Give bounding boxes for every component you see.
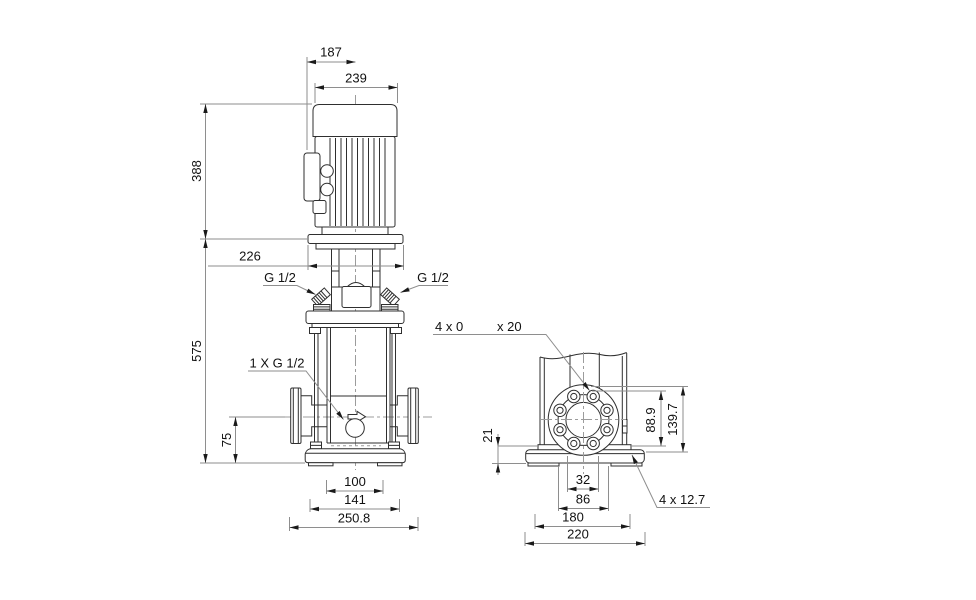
- dim-foot-slot-span: 86: [576, 492, 590, 507]
- drain-plug-circle: [345, 418, 365, 438]
- end-base-pad-right: [610, 462, 643, 467]
- motor-stool-plate-lower: [315, 243, 396, 250]
- suction-flange: [290, 387, 327, 444]
- dim-slot-width: 32: [576, 472, 590, 487]
- dim-overall-width: 250.8: [338, 511, 371, 526]
- dim-motor-width-top: 187: [320, 45, 342, 60]
- terminal-box: [303, 152, 321, 202]
- dim-stool-width: 226: [239, 249, 261, 264]
- dim-foot-width: 141: [344, 492, 366, 507]
- base-block: [304, 448, 406, 464]
- break-line: [539, 352, 627, 360]
- drain-flag: [347, 410, 367, 423]
- staybolts: [314, 333, 396, 442]
- coupling-box: [341, 286, 372, 308]
- terminal-box-lower: [312, 200, 327, 214]
- bracket-column: [539, 352, 628, 445]
- end-base-pad-left: [527, 462, 560, 467]
- dim-base-thickness: 21: [480, 428, 495, 442]
- drain-plug: [345, 410, 367, 438]
- front-view: 187 239 388 575 226 G 1/2 G 1/2 1 X G 1/…: [189, 45, 449, 531]
- dim-base-bolt-span: 180: [562, 510, 584, 525]
- pump-head: [305, 249, 405, 334]
- staybolt-top-nut-right: [390, 327, 402, 334]
- dim-motor-width: 239: [345, 71, 367, 86]
- motor-fins: [329, 138, 386, 226]
- dim-pump-height: 575: [189, 340, 204, 362]
- dim-flange-diameter: 139.7: [665, 403, 680, 436]
- end-dimensions: 4 x 0 x 20 21 88.9 139.7 32 86 180 220 4…: [433, 319, 710, 546]
- note-base-holes: 4 x 12.7: [659, 492, 705, 507]
- gauge-port-boss-right: [379, 287, 401, 307]
- dim-bolt-circle: 88.9: [643, 407, 658, 432]
- end-view: 4 x 0 x 20 21 88.9 139.7 32 86 180 220 4…: [433, 319, 710, 546]
- fan-cover: [312, 104, 398, 137]
- base-pad-left: [308, 462, 334, 467]
- gauge-port-boss-left: [310, 287, 332, 307]
- dim-port-height: 75: [219, 433, 234, 447]
- dim-foot-width-inner: 100: [344, 474, 366, 489]
- hex-plug-left: [313, 304, 331, 312]
- staybolt-top-nut-left: [309, 327, 321, 334]
- flange-bolt-holes: [553, 389, 614, 451]
- dim-base-width: 220: [567, 527, 589, 542]
- base-pad-right: [377, 462, 403, 467]
- pump-body: [310, 327, 400, 450]
- motor-body: [314, 136, 396, 228]
- pump-head-flange-lip: [311, 323, 399, 328]
- label-gauge-port-right: G 1/2: [417, 270, 449, 285]
- note-flange-bolts-b: x 20: [497, 319, 522, 334]
- pump-base: [304, 445, 406, 467]
- note-flange-bolts-a: 4 x 0: [435, 319, 463, 334]
- sleeve: [326, 327, 391, 444]
- motor-neck: [321, 227, 389, 235]
- label-drain-port: 1 X G 1/2: [250, 356, 305, 371]
- cable-gland-bottom: [320, 182, 334, 197]
- clip-right: [622, 419, 628, 434]
- dim-motor-height: 388: [189, 160, 204, 182]
- front-dimensions: 187 239 388 575 226 G 1/2 G 1/2 1 X G 1/…: [189, 45, 449, 531]
- label-gauge-port-left: G 1/2: [264, 270, 296, 285]
- discharge-flange: [390, 387, 419, 444]
- motor: [303, 104, 404, 250]
- cable-gland-top: [320, 164, 334, 178]
- motor-stool-plate-upper: [307, 234, 404, 244]
- pump-head-flange: [305, 310, 405, 324]
- shaft-dome: [346, 282, 366, 287]
- hex-plug-right: [381, 304, 399, 312]
